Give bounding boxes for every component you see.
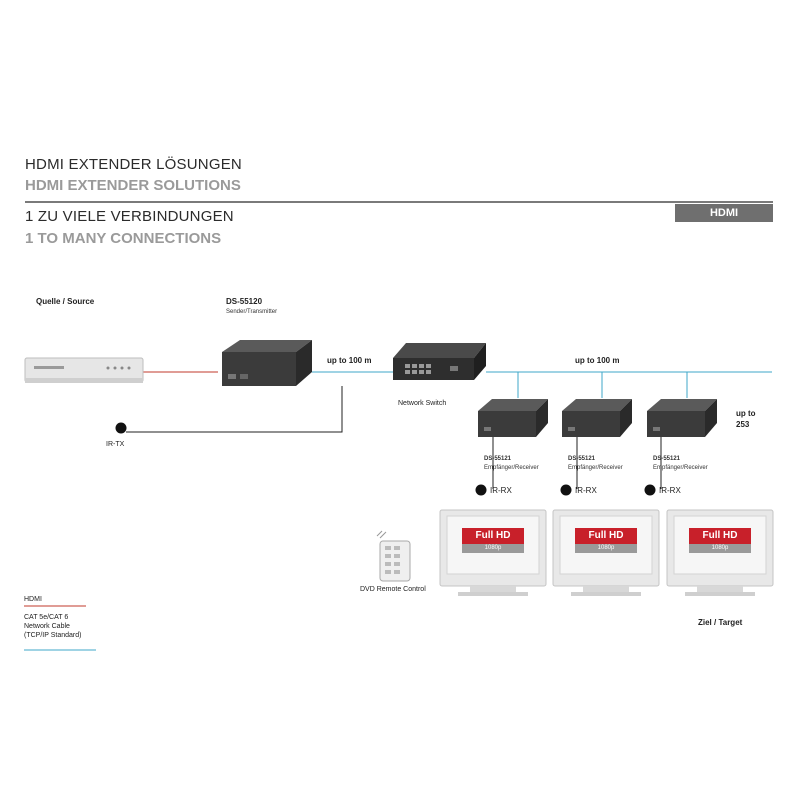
display-badge-1: Full HD 1080p: [462, 528, 524, 553]
remote-label: DVD Remote Control: [360, 586, 426, 593]
title-de: HDMI EXTENDER LÖSUNGEN: [25, 156, 242, 173]
receiver-device-icon-3: [647, 399, 717, 437]
legend-cat-line3: (TCP/IP Standard): [24, 632, 82, 639]
receiver-desc-2: Empfänger/Receiver: [568, 465, 623, 471]
receiver-desc-1: Empfänger/Receiver: [484, 465, 539, 471]
receiver-device-icon-2: [562, 399, 632, 437]
subtitle-en: 1 TO MANY CONNECTIONS: [25, 230, 222, 247]
transmitter-device-icon: [222, 340, 312, 386]
receiver-model-3: DS-55121: [653, 456, 681, 462]
ir-tx-cable: [126, 386, 343, 433]
switch-label: Network Switch: [398, 400, 447, 407]
header-rule: [25, 201, 773, 203]
legend-cat-line1: CAT 5e/CAT 6: [24, 614, 69, 621]
receiver-count: 253: [736, 420, 750, 429]
monitor-icon-1: [439, 509, 547, 596]
title-en: HDMI EXTENDER SOLUTIONS: [25, 177, 241, 194]
ir-tx-sensor-icon: [115, 422, 127, 434]
monitor-icon-2: [552, 509, 660, 596]
ir-rx-label-3: IR-RX: [659, 486, 681, 495]
receiver-model-1: DS-55121: [484, 456, 512, 462]
receiver-model-2: DS-55121: [568, 456, 596, 462]
hdmi-tag: HDMI: [675, 204, 773, 222]
target-label: Ziel / Target: [698, 618, 743, 627]
display-badge-2: Full HD 1080p: [575, 528, 637, 553]
receiver-device-icon-1: [478, 399, 548, 437]
full-hd-badge: Full HD: [689, 528, 751, 544]
legend-hdmi-label: HDMI: [24, 596, 42, 603]
ir-rx-label-2: IR-RX: [575, 486, 597, 495]
transmitter-model: DS-55120: [226, 297, 263, 306]
monitor-icon-3: [666, 509, 774, 596]
up-to-label: up to: [736, 409, 756, 418]
full-hd-badge: Full HD: [575, 528, 637, 544]
ir-rx-sensor-icon-1: [475, 484, 487, 496]
display-badge-3: Full HD 1080p: [689, 528, 751, 553]
network-switch-icon: [393, 343, 486, 380]
remote-control-icon: [376, 530, 411, 582]
receiver-desc-3: Empfänger/Receiver: [653, 465, 708, 471]
ir-tx-label: IR-TX: [106, 441, 125, 448]
dvd-player-icon: [24, 357, 144, 383]
source-label: Quelle / Source: [36, 297, 95, 306]
transmitter-desc: Sender/Transmitter: [226, 309, 278, 315]
ir-rx-sensor-icon-2: [560, 484, 572, 496]
distance-label-left: up to 100 m: [327, 356, 372, 365]
distance-label-right: up to 100 m: [575, 356, 620, 365]
full-hd-badge: Full HD: [462, 528, 524, 544]
ir-rx-sensor-icon-3: [644, 484, 656, 496]
resolution-label: 1080p: [462, 544, 524, 553]
resolution-label: 1080p: [689, 544, 751, 553]
subtitle-de: 1 ZU VIELE VERBINDUNGEN: [25, 208, 234, 225]
resolution-label: 1080p: [575, 544, 637, 553]
legend-cat-line2: Network Cable: [24, 623, 70, 630]
ir-rx-label-1: IR-RX: [490, 486, 512, 495]
